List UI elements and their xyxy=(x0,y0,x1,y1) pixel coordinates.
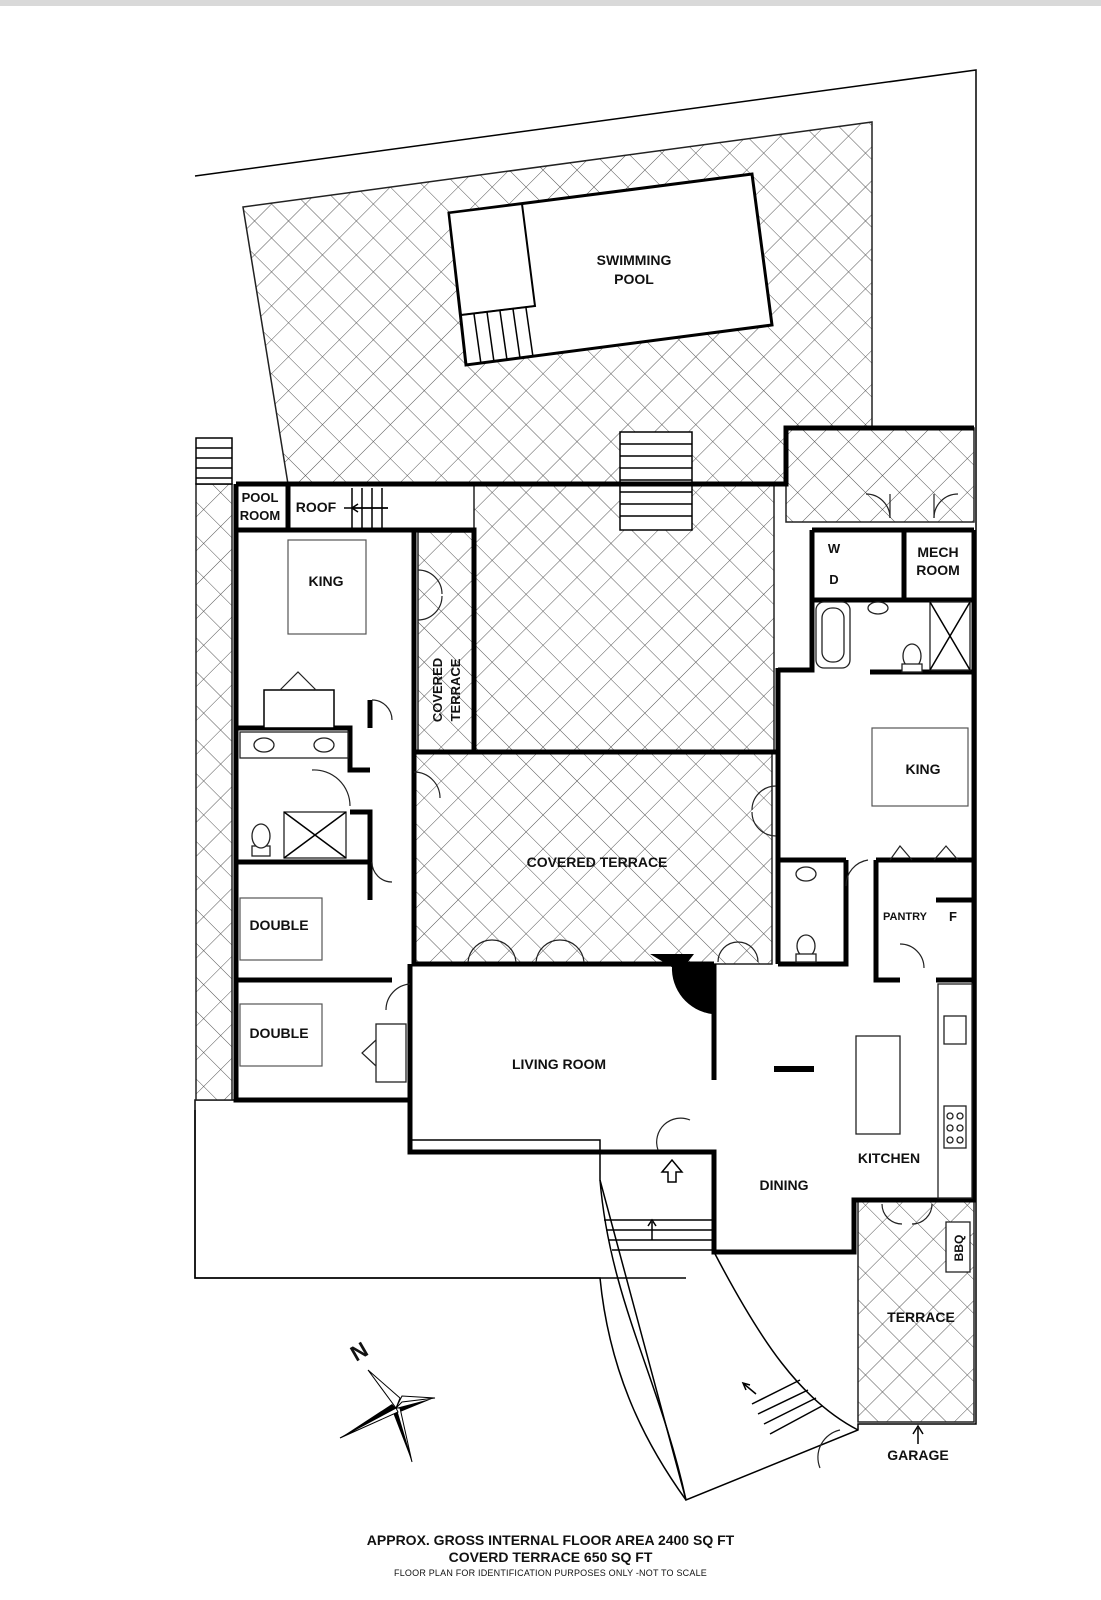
double-bed-1 xyxy=(239,897,323,961)
stair-arrow-icon xyxy=(647,1218,757,1395)
wardrobe-right xyxy=(889,845,959,861)
label-mech-room-2: ROOM xyxy=(916,562,960,578)
toilet-right xyxy=(901,643,923,673)
label-swimming-pool-1: SWIMMING xyxy=(597,252,672,268)
label-f: F xyxy=(949,909,957,924)
king-bed-right xyxy=(871,727,969,807)
label-double-2: DOUBLE xyxy=(249,1025,308,1041)
left-side-walkway xyxy=(195,483,233,1101)
label-king-right: KING xyxy=(906,761,941,777)
shower-right xyxy=(929,601,971,671)
pool-steps xyxy=(460,305,536,365)
floor-area-text: APPROX. GROSS INTERNAL FLOOR AREA 2400 S… xyxy=(366,1532,735,1548)
spiral-stair-top xyxy=(650,954,694,972)
disclaimer-text: FLOOR PLAN FOR IDENTIFICATION PURPOSES O… xyxy=(394,1568,707,1578)
wardrobe-double xyxy=(361,1023,407,1083)
garden-curve xyxy=(194,1110,687,1501)
label-garage: GARAGE xyxy=(887,1447,948,1463)
terrace-area-text: COVERD TERRACE 650 SQ FT xyxy=(448,1549,653,1565)
label-covered-terrace-vertical-1: COVERED xyxy=(430,658,445,722)
toilet-left xyxy=(251,823,271,857)
central-steps xyxy=(619,431,693,531)
king-bed-left xyxy=(287,539,367,635)
pool-shallow-section xyxy=(447,202,537,317)
sink-right xyxy=(867,601,889,615)
compass-icon xyxy=(339,1369,436,1463)
ensuite-right xyxy=(795,866,817,963)
label-terrace: TERRACE xyxy=(887,1309,955,1325)
label-king-left: KING xyxy=(309,573,344,589)
top-border xyxy=(0,0,1101,6)
double-bed-2 xyxy=(239,1003,323,1067)
side-steps xyxy=(195,437,233,485)
garage-arrow-icon xyxy=(912,1424,924,1444)
label-pantry: PANTRY xyxy=(883,911,928,923)
label-dining: DINING xyxy=(760,1177,809,1193)
walls xyxy=(233,425,977,1255)
doors xyxy=(311,493,959,1469)
kitchen-island xyxy=(855,1035,901,1135)
footer: APPROX. GROSS INTERNAL FLOOR AREA 2400 S… xyxy=(0,1532,1101,1580)
label-bbq: BBQ xyxy=(952,1235,966,1262)
upper-right-deck xyxy=(785,427,975,523)
compass-north-label: N xyxy=(346,1337,372,1367)
bbq-unit xyxy=(945,1221,971,1273)
entrance-steps xyxy=(599,1179,859,1501)
double-sink-left xyxy=(239,731,349,759)
label-kitchen: KITCHEN xyxy=(858,1150,920,1166)
label-roof: ROOF xyxy=(296,499,337,515)
label-double-1: DOUBLE xyxy=(249,917,308,933)
kitchen-sink xyxy=(943,1015,967,1045)
label-swimming-pool-2: POOL xyxy=(614,271,654,287)
label-covered-terrace: COVERED TERRACE xyxy=(527,854,668,870)
label-pool-room-1: POOL xyxy=(242,490,279,505)
bathtub-right xyxy=(815,601,851,669)
label-d: D xyxy=(829,572,838,587)
wardrobe-left xyxy=(263,671,335,729)
cooktop xyxy=(943,1105,967,1149)
label-pool-room-2: ROOM xyxy=(240,508,280,523)
label-w: W xyxy=(828,541,841,556)
spiral-stair xyxy=(671,966,712,1014)
shower-left xyxy=(283,811,347,859)
label-mech-room-1: MECH xyxy=(917,544,958,560)
label-covered-terrace-vertical-2: TERRACE xyxy=(448,658,463,721)
label-living-room: LIVING ROOM xyxy=(512,1056,606,1072)
covered-terrace-vertical-area xyxy=(417,531,475,753)
entry-arrow-icon xyxy=(660,1158,684,1183)
dining-divider xyxy=(774,1066,814,1072)
roof-arrow-icon xyxy=(350,503,388,513)
